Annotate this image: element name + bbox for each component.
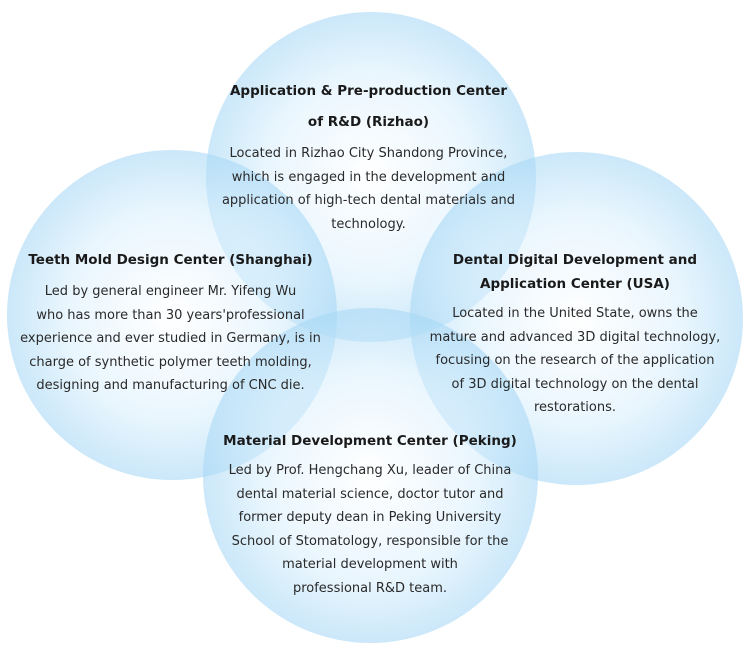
shanghai-center-block: Teeth Mold Design Center (Shanghai) Led … — [18, 248, 323, 398]
usa-center-description: Located in the United State, owns the ma… — [429, 306, 721, 415]
usa-center-title: Dental Digital Development and Applicati… — [452, 252, 698, 292]
shanghai-center-title: Teeth Mold Design Center (Shanghai) — [28, 252, 313, 268]
peking-center-block: Material Development Center (Peking) Led… — [215, 429, 525, 600]
peking-center-circle — [203, 308, 538, 643]
usa-center-block: Dental Digital Development and Applicati… — [420, 248, 730, 420]
peking-center-title: Material Development Center (Peking) — [223, 433, 517, 449]
shanghai-center-description: Led by general engineer Mr. Yifeng Wu wh… — [20, 284, 321, 393]
rizhao-center-title: Application & Pre-production Center of R… — [229, 83, 508, 130]
rizhao-center-block: Application & Pre-production Center of R… — [206, 76, 531, 236]
peking-center-description: Led by Prof. Hengchang Xu, leader of Chi… — [228, 463, 512, 596]
rizhao-center-description: Located in Rizhao City Shandong Province… — [221, 146, 516, 232]
